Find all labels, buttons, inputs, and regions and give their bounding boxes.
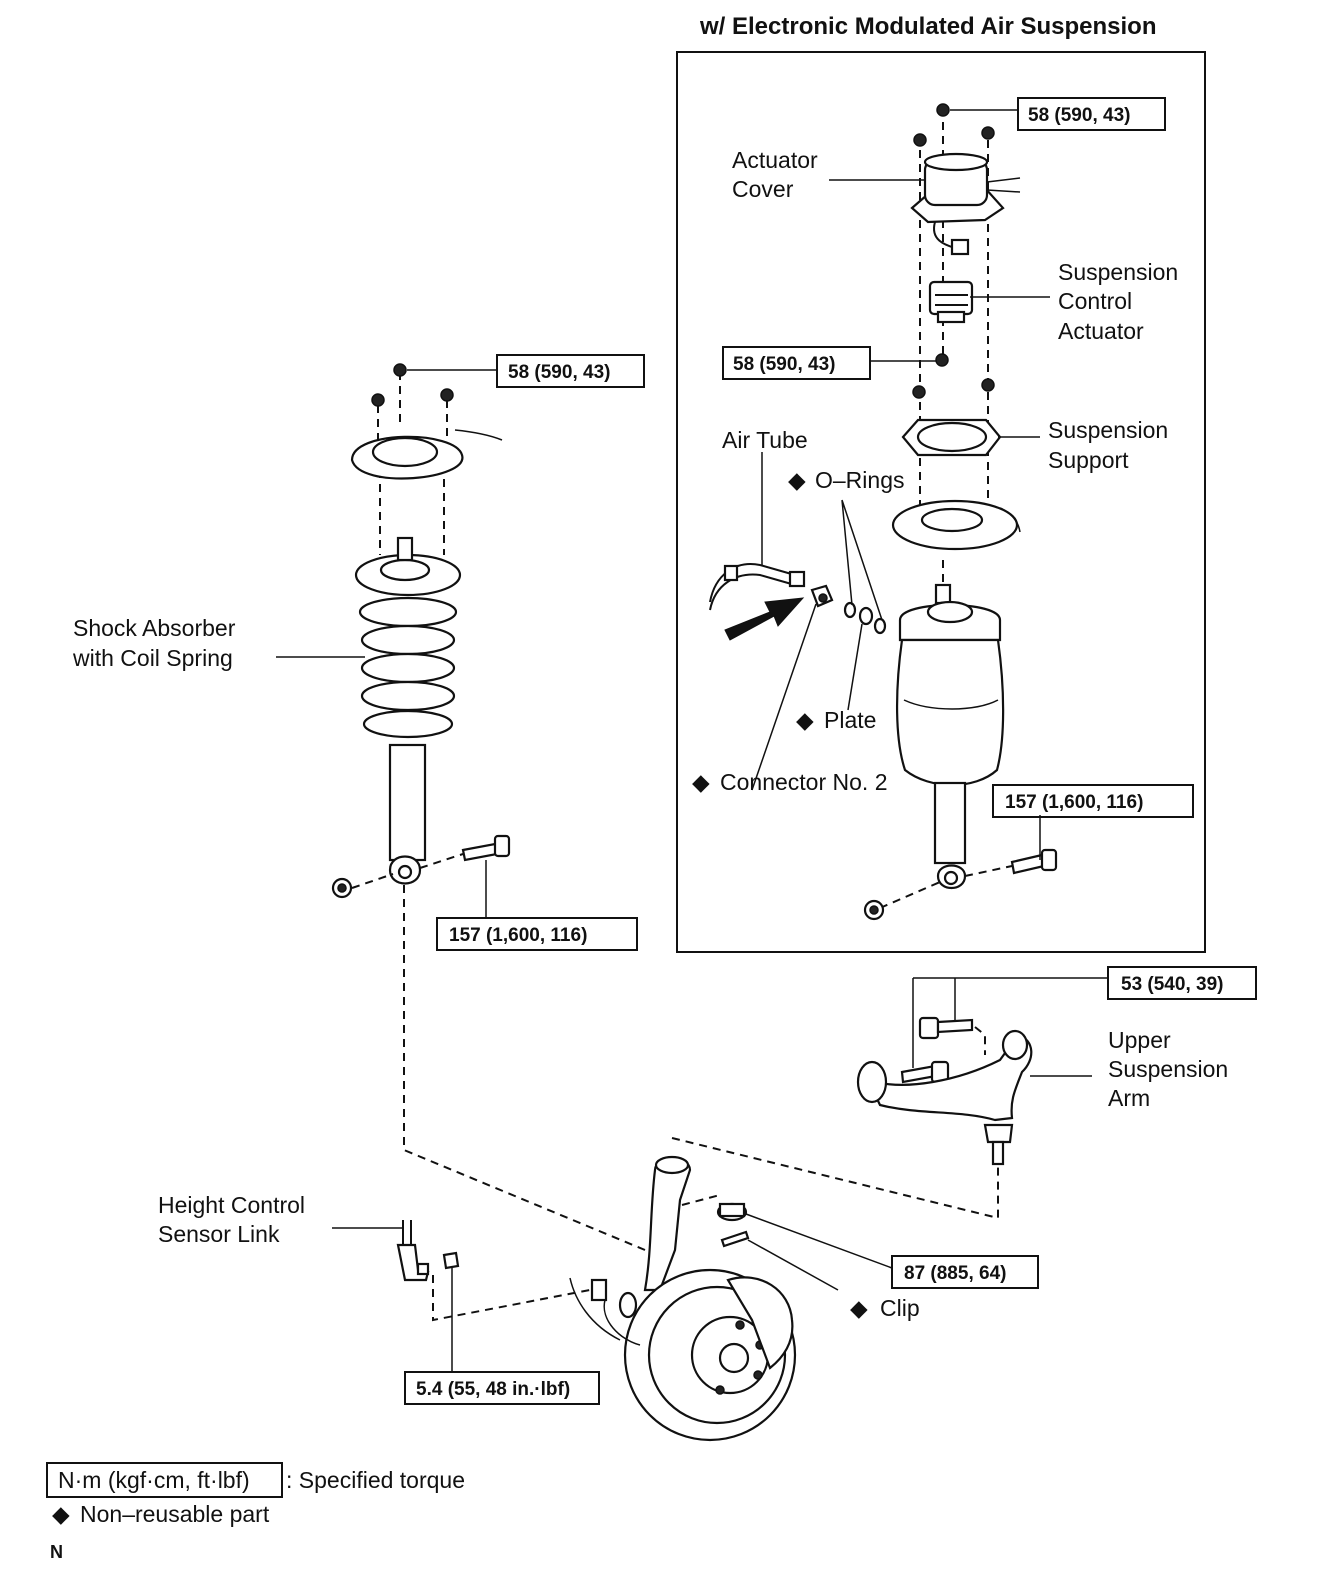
bolt-icon	[1010, 848, 1058, 875]
label-suspension-control-actuator-2: Control	[1058, 288, 1132, 314]
label-suspension-control-actuator-1: Suspension	[1058, 259, 1178, 285]
torque-lower-bolt-air: 157 (1,600, 116)	[1005, 792, 1143, 813]
height-control-sensor-link-part	[332, 1220, 591, 1372]
torque-box	[891, 1255, 1039, 1289]
bolt-icon	[461, 834, 511, 862]
label-suspension-support-2: Support	[1048, 447, 1129, 473]
label-connector-no2: Connector No. 2	[720, 769, 887, 795]
nut-icon	[981, 126, 995, 140]
clip-icon	[720, 1230, 750, 1248]
air-spring-part	[896, 560, 1005, 890]
inset-heading: w/ Electronic Modulated Air Suspension	[699, 13, 1157, 40]
upper-suspension-arm-part	[856, 977, 1108, 1166]
torque-mid-nut-air: 58 (590, 43)	[733, 354, 835, 375]
nut-icon	[371, 393, 385, 407]
upper-support-part	[350, 429, 503, 480]
torque-box	[496, 354, 645, 388]
label-o-rings: O–Rings	[815, 467, 904, 493]
label-upper-suspension-arm-3: Arm	[1108, 1085, 1150, 1111]
label-actuator-cover-1: Actuator	[732, 147, 818, 173]
nut-icon	[440, 388, 454, 402]
air-tube-part	[709, 563, 806, 611]
o-ring-icon	[873, 617, 887, 635]
nut-icon	[863, 899, 885, 921]
torque-box	[436, 917, 638, 951]
upper-insulator-part	[891, 499, 1021, 551]
castle-nut-icon	[716, 1202, 748, 1222]
torque-ball-joint-nut: 87 (885, 64)	[904, 1263, 1006, 1284]
actuator-cover-part	[910, 152, 1021, 256]
torque-box	[1017, 97, 1166, 131]
bolt-icon	[900, 1060, 950, 1084]
diamond-icon: ◆	[52, 1501, 70, 1527]
label-actuator-cover-2: Cover	[732, 176, 794, 202]
nut-icon	[935, 353, 949, 367]
o-ring-icon	[843, 601, 857, 619]
nut-icon	[912, 385, 926, 399]
legend-torque-units: N·m (kgf·cm, ft·lbf)	[58, 1467, 250, 1493]
label-shock-absorber-1: Shock Absorber	[73, 615, 236, 641]
diamond-icon: ◆	[796, 707, 814, 733]
diamond-icon: ◆	[850, 1295, 868, 1321]
label-suspension-support-1: Suspension	[1048, 417, 1168, 443]
suspension-control-actuator-part	[928, 280, 974, 324]
torque-top-nut-coil: 58 (590, 43)	[508, 362, 610, 383]
plate-icon	[858, 606, 874, 626]
label-height-control-2: Sensor Link	[158, 1221, 280, 1247]
coil-spring-assembly	[276, 363, 511, 918]
label-height-control-1: Height Control	[158, 1192, 305, 1218]
nut-icon	[393, 363, 407, 377]
torque-sensor-link-nut: 5.4 (55, 48 in.·lbf)	[416, 1379, 570, 1400]
bolt-icon	[918, 1016, 974, 1040]
label-upper-suspension-arm-1: Upper	[1108, 1027, 1171, 1053]
nut-icon	[913, 133, 927, 147]
connector-no2-part	[810, 584, 834, 608]
torque-top-nut-air: 58 (590, 43)	[1028, 105, 1130, 126]
label-air-tube: Air Tube	[722, 427, 808, 453]
nut-icon	[331, 877, 353, 899]
footer-code: N	[50, 1542, 63, 1562]
nut-icon	[442, 1251, 460, 1270]
shock-absorber-part	[354, 536, 462, 885]
torque-upper-arm-bolts: 53 (540, 39)	[1121, 974, 1223, 995]
label-suspension-control-actuator-3: Actuator	[1058, 318, 1144, 344]
inset-frame	[676, 51, 1206, 953]
label-clip: Clip	[880, 1295, 920, 1321]
torque-box	[722, 346, 871, 380]
legend: N·m (kgf·cm, ft·lbf) : Specified torque …	[46, 1462, 465, 1562]
label-upper-suspension-arm-2: Suspension	[1108, 1056, 1228, 1082]
torque-box	[992, 784, 1194, 818]
torque-lower-bolt-coil: 157 (1,600, 116)	[449, 925, 587, 946]
label-plate: Plate	[824, 707, 876, 733]
diamond-icon: ◆	[692, 769, 710, 795]
legend-torque-box	[46, 1462, 283, 1498]
air-suspension-assembly	[709, 103, 1058, 921]
nut-icon	[936, 103, 950, 117]
nut-icon	[981, 378, 995, 392]
direction-arrow-icon	[724, 597, 805, 641]
legend-torque-text: : Specified torque	[286, 1467, 465, 1493]
diamond-icon: ◆	[788, 467, 806, 493]
torque-box	[1107, 966, 1257, 1000]
torque-box	[404, 1371, 600, 1405]
label-shock-absorber-2: with Coil Spring	[72, 645, 233, 671]
legend-nonreusable-text: Non–reusable part	[80, 1501, 270, 1527]
steering-knuckle-part	[403, 885, 999, 1442]
suspension-support-part	[901, 418, 1002, 457]
